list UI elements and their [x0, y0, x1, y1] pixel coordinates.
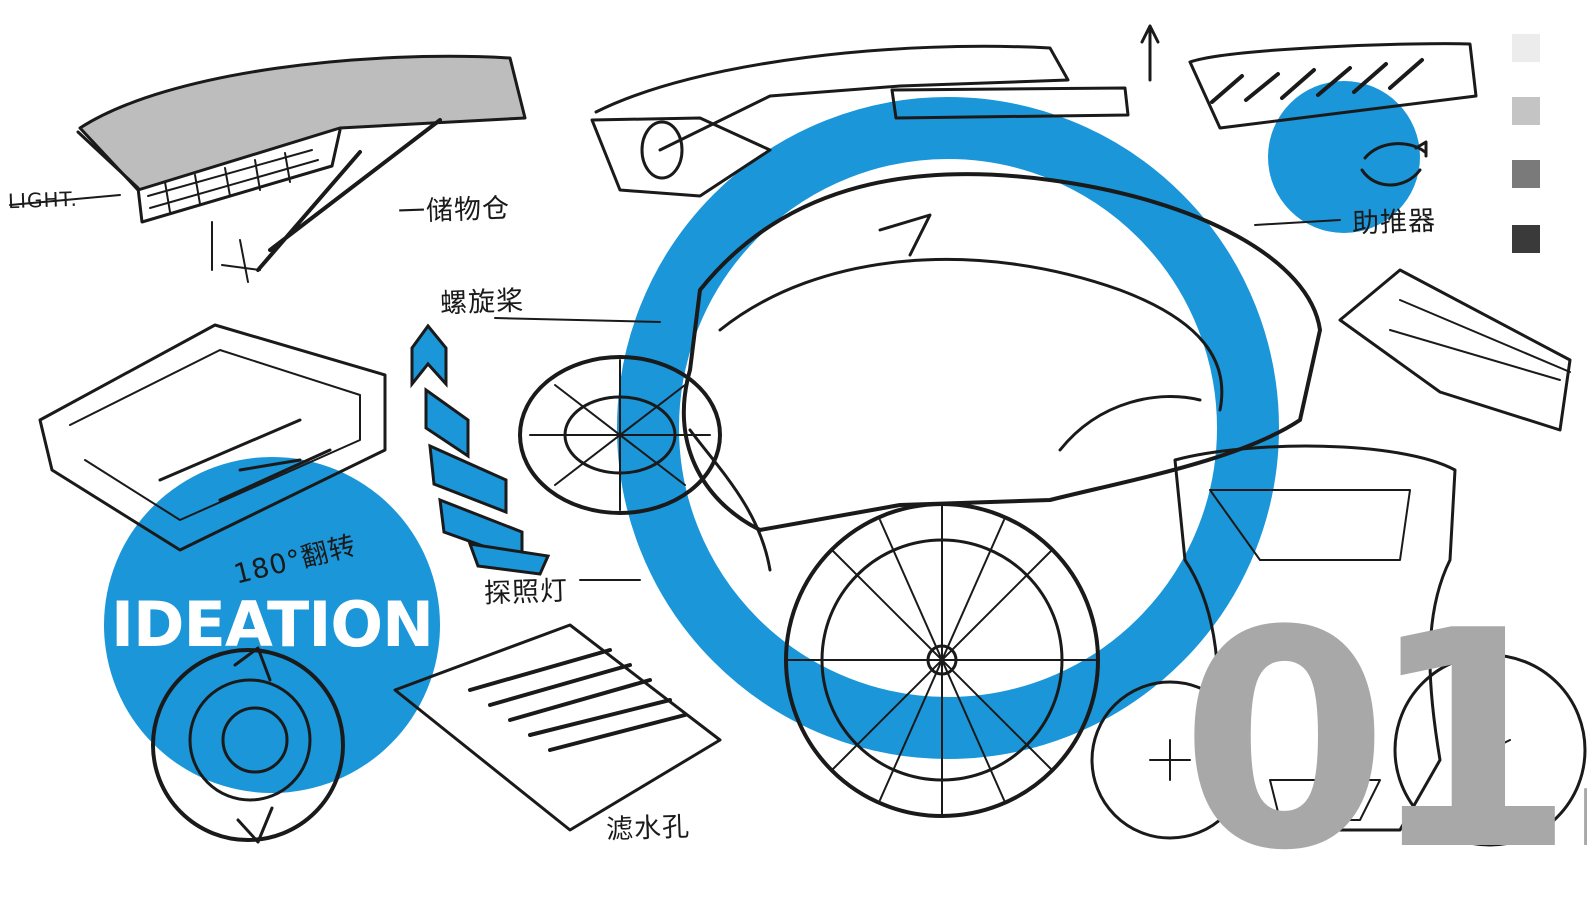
accent-circle-left	[104, 457, 440, 793]
sketch-filter-grate	[393, 623, 722, 832]
section-number: 01.	[1180, 567, 1587, 916]
sketch-seat	[1173, 444, 1457, 832]
annotation-propeller: 螺旋桨	[439, 285, 525, 320]
accent-ring	[617, 97, 1279, 759]
palette-swatch	[1512, 225, 1540, 253]
sketch-side-panel	[1338, 268, 1572, 432]
annotation-searchlight: 探照灯	[483, 575, 569, 610]
annotation-thruster: 助推器	[1351, 205, 1437, 240]
palette-swatch	[1512, 34, 1540, 62]
annotation-light: LIGHT.	[7, 186, 79, 214]
annotation-storage: 一储物仓	[397, 193, 511, 228]
accent-circle-top-right	[1268, 81, 1420, 233]
sketch-thruster-module	[1188, 42, 1478, 226]
page-title: IDEATION	[110, 588, 434, 661]
chevron-arrow-icon	[410, 323, 551, 576]
sketch-storage-module	[9, 54, 527, 283]
sketch-side-discs	[1090, 653, 1587, 847]
sketch-nested-rings	[151, 646, 345, 844]
sketch-open-box	[38, 323, 387, 552]
sketch-vehicle-body	[681, 172, 1322, 572]
sketch-wheel	[784, 502, 1100, 818]
sketch-top-cap	[590, 24, 1160, 198]
palette-swatch	[1512, 160, 1540, 188]
sketch-propeller-disc	[518, 355, 722, 515]
annotation-drain: 滤水孔	[605, 811, 691, 846]
palette-swatch	[1512, 97, 1540, 125]
